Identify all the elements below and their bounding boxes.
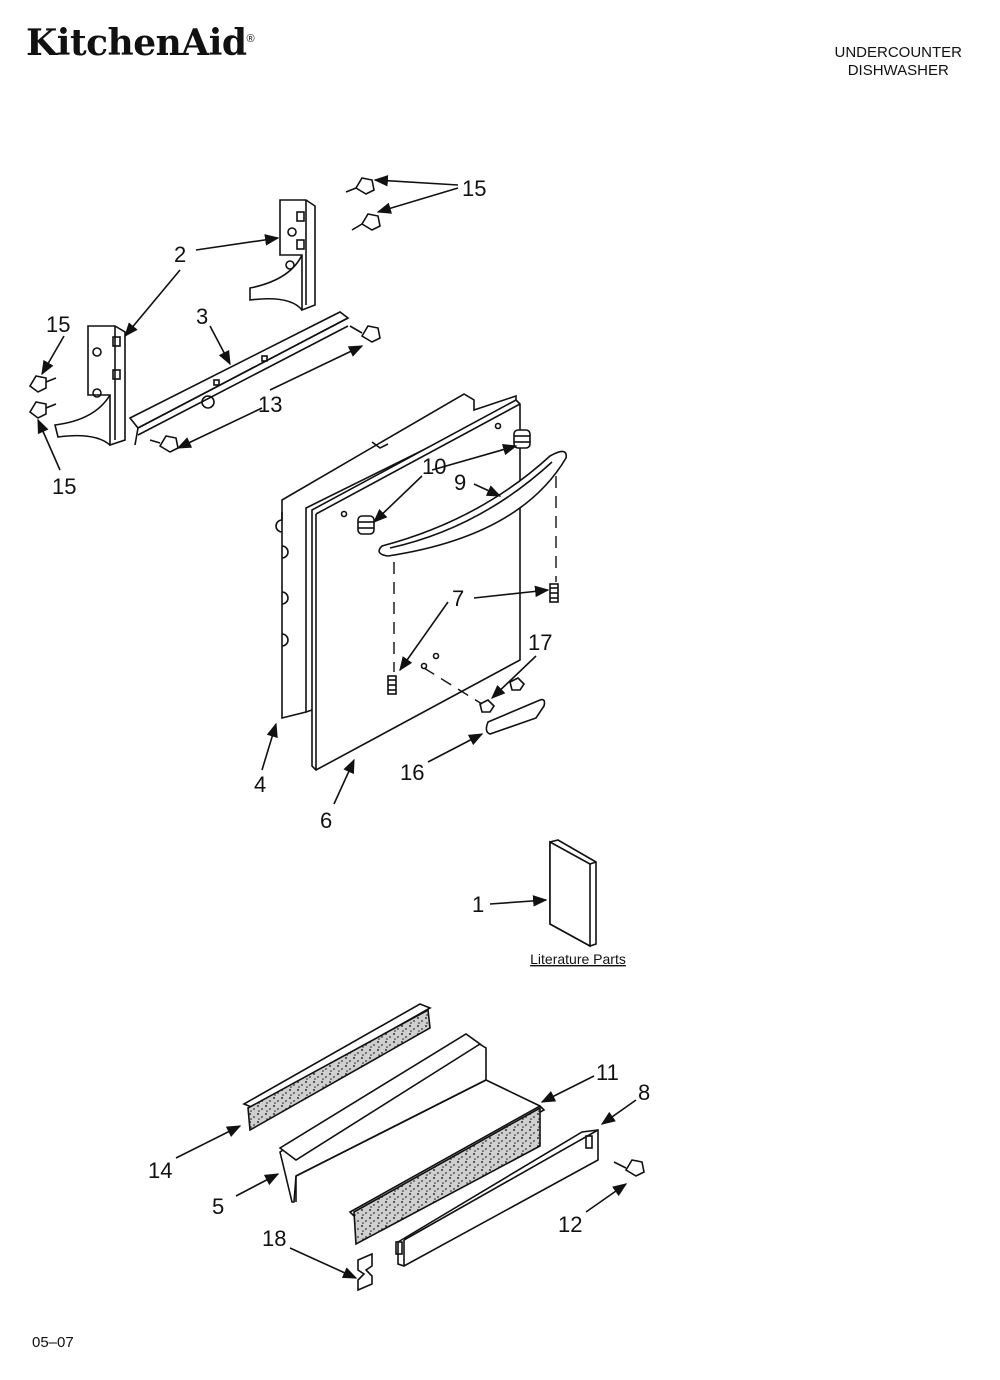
callout-7: 7: [452, 586, 464, 611]
toe-panel: [395, 1129, 599, 1267]
callout-15: 15: [462, 176, 486, 201]
literature-book: [549, 839, 597, 948]
callout-numbers: 15 2 15 3 13 15 10 9 7 17 4 16 6 1 11 8 …: [46, 176, 650, 1251]
callout-13: 13: [258, 392, 282, 417]
door-badge: [485, 698, 546, 735]
callout-18: 18: [262, 1226, 286, 1251]
callout-6: 6: [320, 808, 332, 833]
callout-10: 10: [422, 454, 446, 479]
insulation-strip-upper: [242, 1003, 432, 1132]
badge-nut-b: [479, 699, 496, 713]
callout-14: 14: [148, 1158, 172, 1183]
door-inner-panel: [305, 399, 521, 771]
door-bracket-right: [249, 199, 316, 312]
door-handle: [378, 450, 567, 557]
callout-17: 17: [528, 630, 552, 655]
handle-stud-right: [549, 583, 559, 603]
kitchenaid-logo: KitchenAid®: [26, 22, 255, 64]
toe-panel-screw: [613, 1159, 645, 1177]
leader-lines: [37, 175, 637, 1279]
handle-spacer-left: [357, 515, 375, 535]
screw-13-left: [149, 435, 179, 453]
callout-3: 3: [196, 304, 208, 329]
product-title-line2: DISHWASHER: [847, 62, 949, 79]
callout-11: 11: [596, 1060, 619, 1085]
callout-9: 9: [454, 470, 466, 495]
screw-15-upper-b: [351, 213, 381, 231]
badge-path: [423, 667, 483, 705]
product-title: UNDERCOUNTER DISHWASHER: [835, 44, 963, 80]
product-title-line1: UNDERCOUNTER: [834, 44, 963, 61]
callout-16: 16: [400, 760, 424, 785]
callout-15: 15: [52, 474, 76, 499]
screw-15-left-a: [28, 375, 57, 393]
door-brace: [128, 311, 350, 446]
callout-12: 12: [558, 1212, 582, 1237]
literature-parts-label: Literature Parts: [530, 951, 626, 967]
badge-nut-a: [509, 677, 526, 691]
date-code: 05–07: [32, 1334, 74, 1351]
callout-5: 5: [212, 1194, 224, 1219]
callout-2: 2: [174, 242, 186, 267]
screw-15-upper-a: [345, 177, 375, 195]
callout-4: 4: [254, 772, 266, 797]
callout-8: 8: [638, 1080, 650, 1105]
door-bracket-left: [54, 325, 126, 447]
handle-stud-left: [387, 675, 397, 695]
handle-spacer-right: [513, 429, 531, 449]
callout-1: 1: [472, 892, 484, 917]
screw-15-left-b: [28, 401, 57, 419]
toe-panel-clip: [357, 1252, 373, 1292]
toe-panel-bracket: [278, 1033, 541, 1203]
screw-13-right: [349, 325, 381, 343]
callout-15: 15: [46, 312, 70, 337]
insulation-strip-lower: [348, 1105, 546, 1246]
